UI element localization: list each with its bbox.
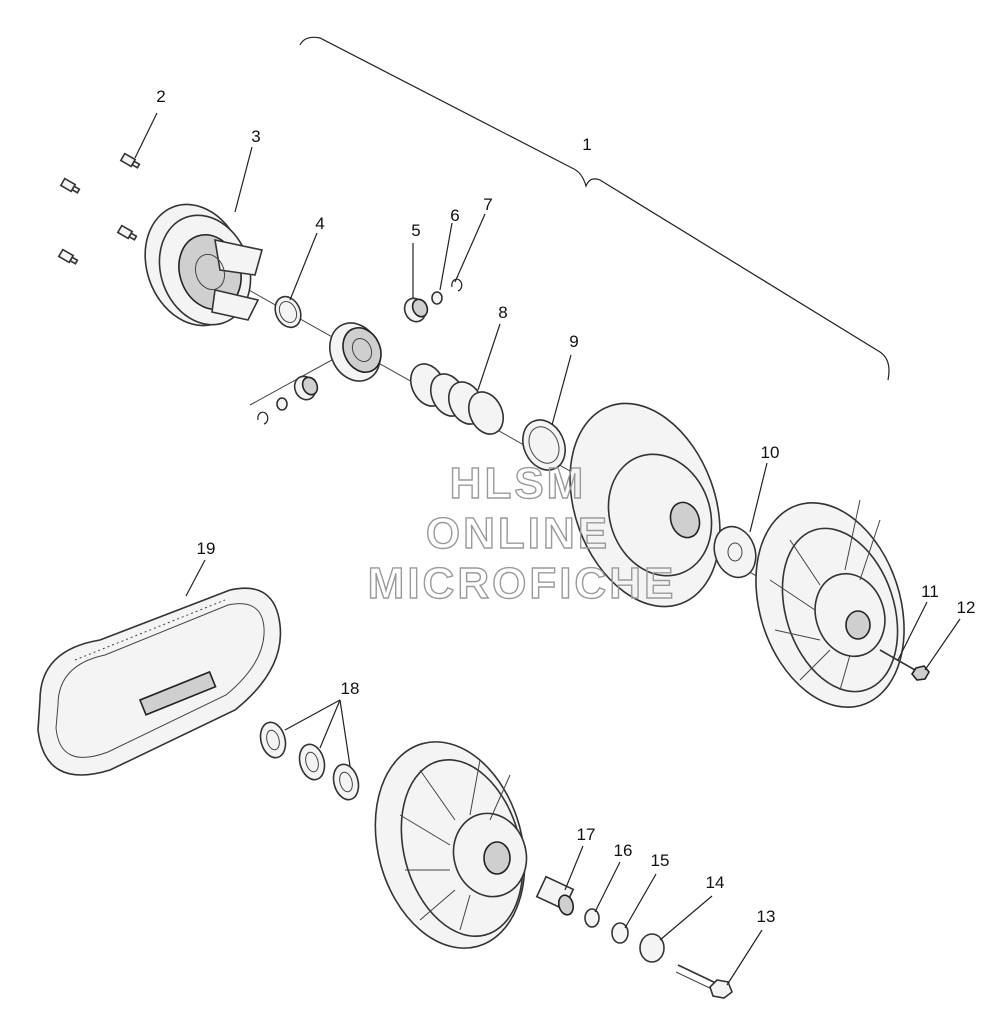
- fixed-sheave: [755, 499, 905, 708]
- callout-16: 16: [614, 841, 633, 860]
- spacer-ring: [522, 419, 566, 471]
- small-washer-b: [611, 922, 629, 944]
- callout-10: 10: [761, 443, 780, 462]
- watermark: HLSM ONLINE MICROFICHE: [367, 458, 677, 608]
- large-washer: [713, 525, 757, 579]
- screw-set: [57, 152, 141, 265]
- watermark-line-1: HLSM: [450, 459, 587, 508]
- small-washer-a: [584, 908, 600, 928]
- callout-19: 19: [197, 539, 216, 558]
- shim-set: [259, 721, 360, 801]
- movable-sheave: [569, 402, 721, 608]
- watermark-line-3: MICROFICHE: [368, 559, 677, 608]
- bolt-shaft: [879, 649, 916, 671]
- watermark-line-2: ONLINE: [426, 509, 610, 558]
- bushing-spacer: [535, 875, 575, 916]
- drive-belt: [37, 587, 282, 776]
- snap-ring: [274, 295, 302, 329]
- callout-4: 4: [315, 214, 324, 233]
- assembly-bracket: [299, 36, 890, 381]
- driven-clutch: [374, 741, 528, 949]
- lower-washer: [276, 397, 288, 411]
- callout-17: 17: [577, 825, 596, 844]
- washer: [431, 291, 443, 305]
- callout-5: 5: [411, 221, 420, 240]
- flat-washer: [639, 933, 665, 963]
- callout-7: 7: [483, 195, 492, 214]
- callout-11: 11: [921, 582, 939, 601]
- callout-12: 12: [957, 598, 976, 617]
- callout-14: 14: [706, 873, 725, 892]
- hex-bolt: [675, 964, 733, 999]
- bearing-carrier: [329, 322, 382, 382]
- retaining-clip: [451, 278, 463, 292]
- callout-1: 1: [582, 135, 591, 154]
- lower-clip: [257, 411, 269, 425]
- drive-cover: [144, 203, 264, 327]
- lower-bearing: [293, 375, 319, 401]
- callout-8: 8: [498, 303, 507, 322]
- roller-bearing: [403, 297, 429, 323]
- callout-6: 6: [450, 206, 459, 225]
- callout-3: 3: [251, 127, 260, 146]
- callout-labels: 1 2 3 4 5 6 7 8 9 10 11 12 13 14 15 16 1…: [156, 87, 975, 926]
- callout-15: 15: [651, 851, 670, 870]
- callout-13: 13: [757, 907, 776, 926]
- callout-18: 18: [341, 679, 360, 698]
- spring: [409, 363, 505, 435]
- callout-2: 2: [156, 87, 165, 106]
- leader-lines: [134, 112, 961, 986]
- callout-9: 9: [569, 332, 578, 351]
